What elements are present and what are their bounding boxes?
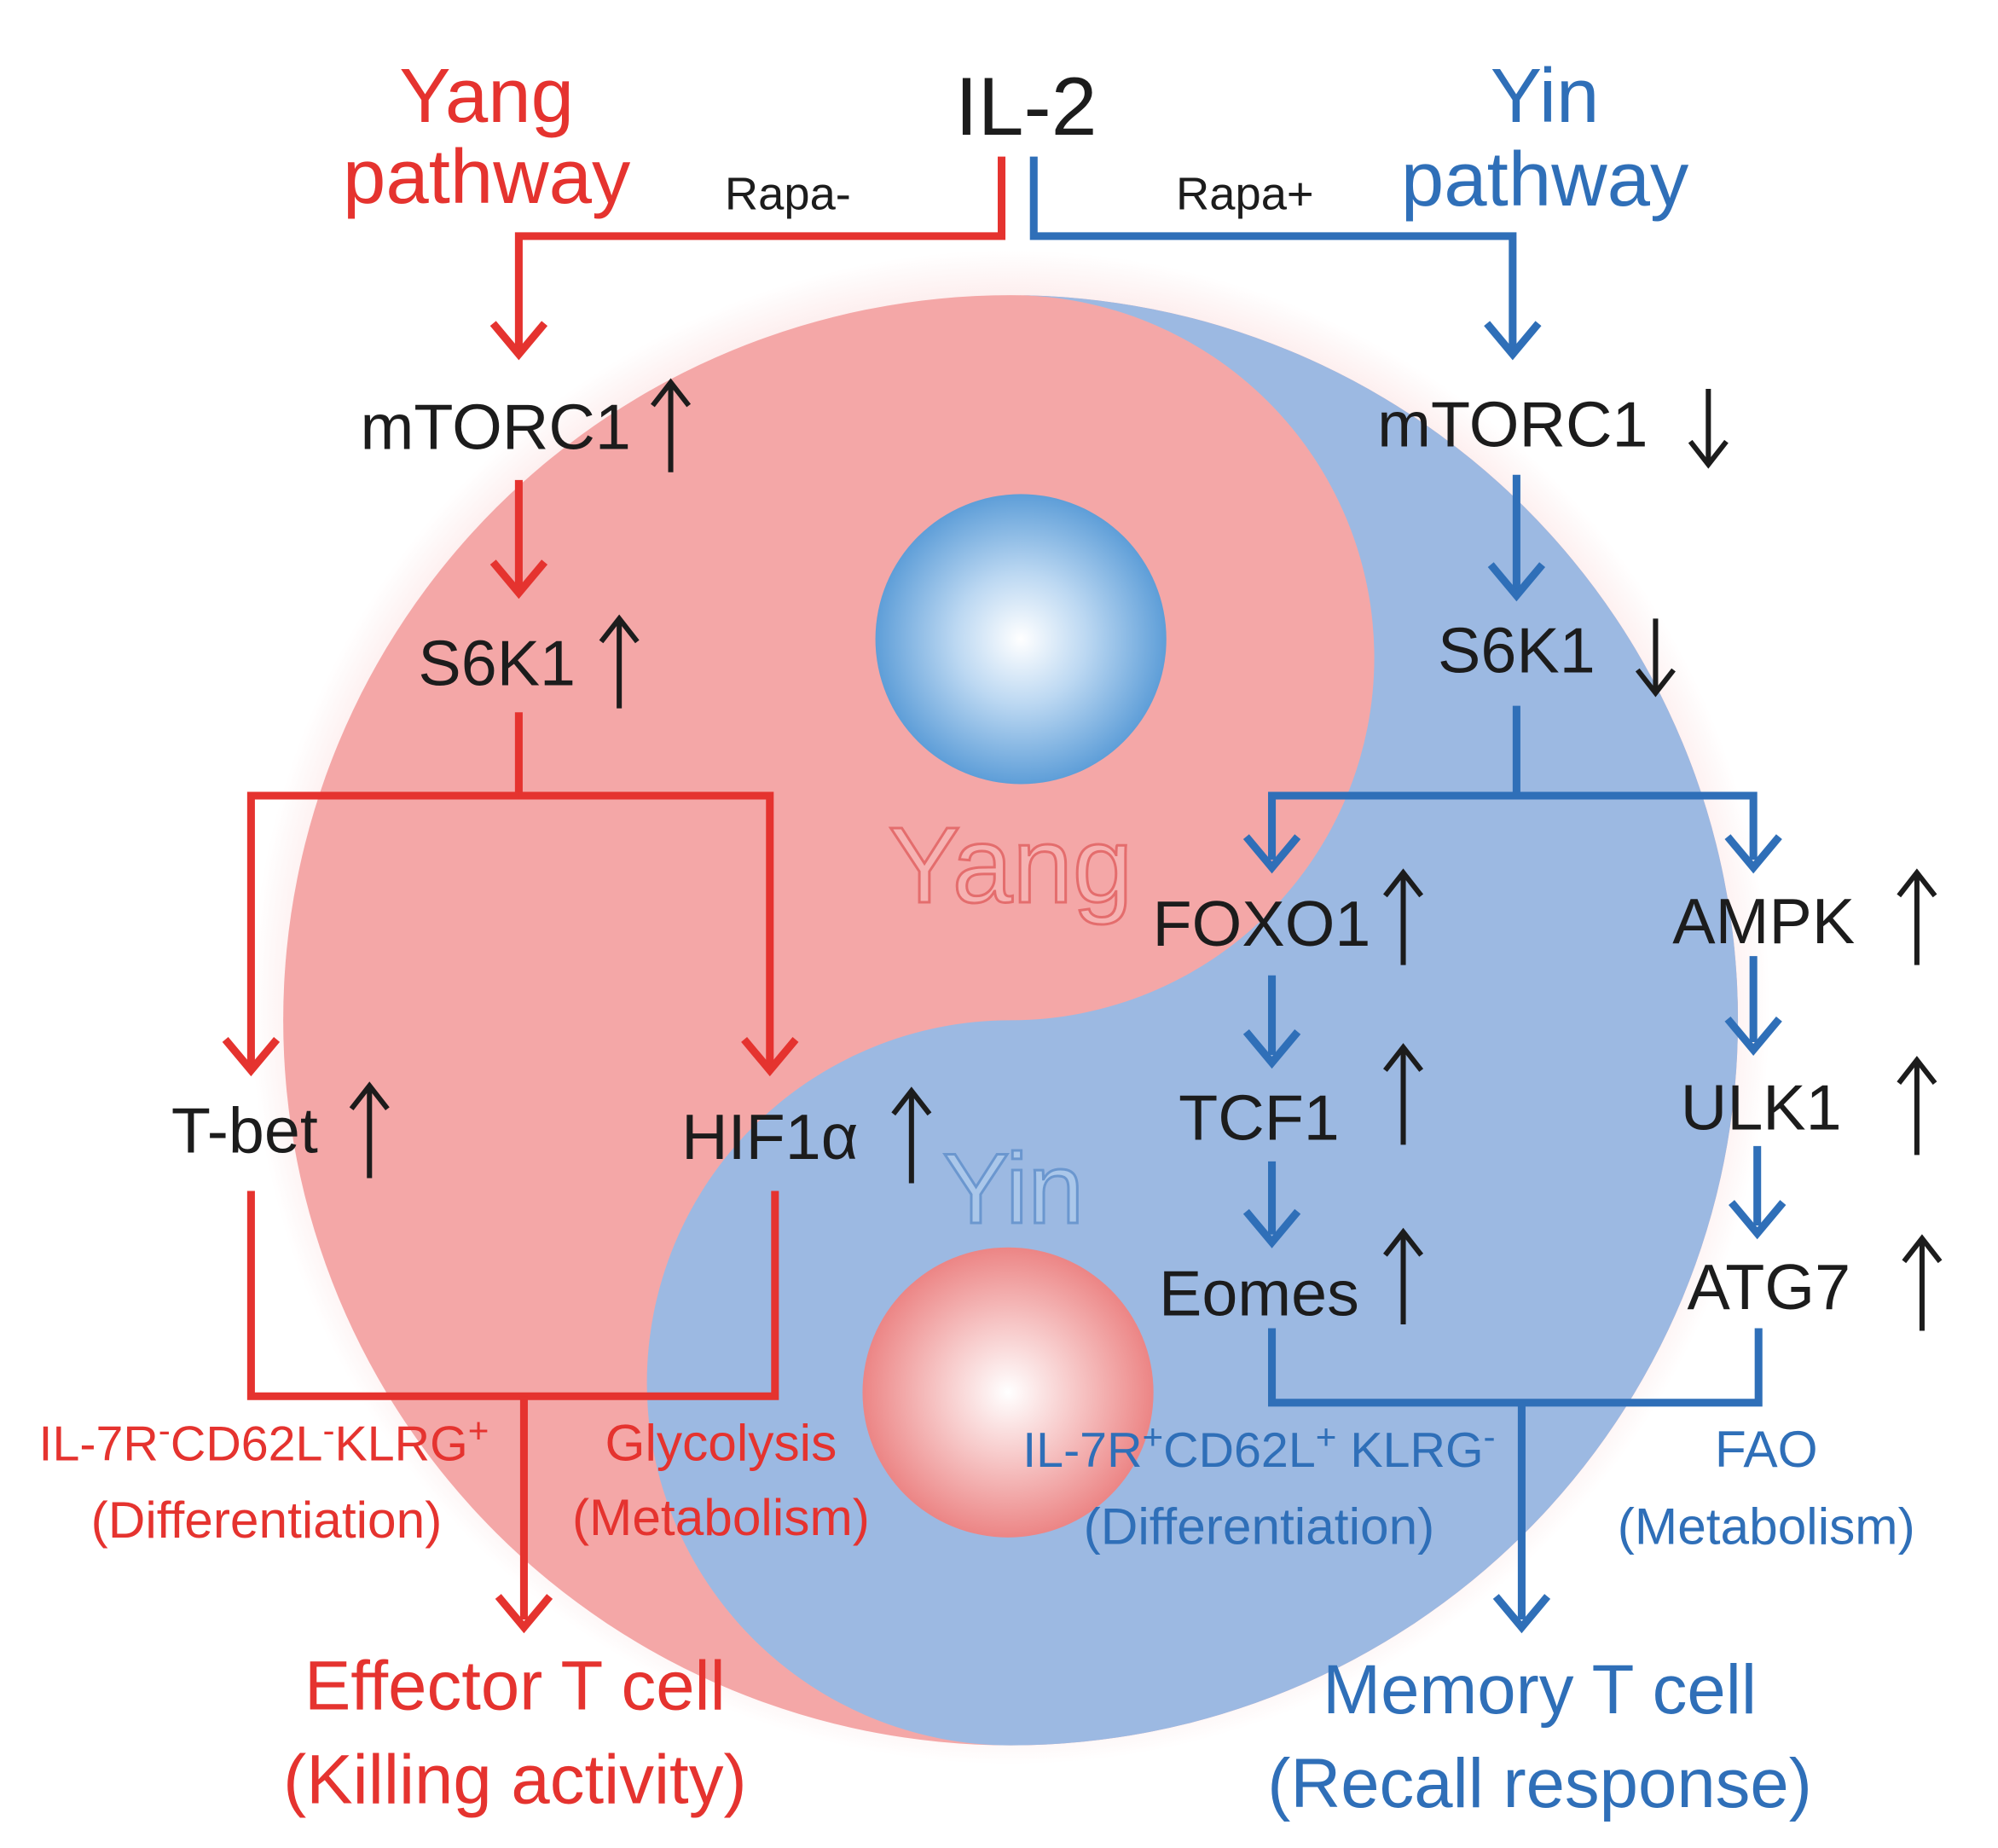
yang-differentiation-markers: IL-7R-CD62L-KLRG+: [39, 1411, 489, 1472]
hif1a-node: HIF1α: [681, 1101, 858, 1173]
yin-connectors: [1029, 156, 1763, 1620]
yin-arrowheads: [1242, 321, 1787, 1634]
tcf1-node: TCF1: [1179, 1081, 1340, 1153]
yin-differentiation-label: (Differentiation): [1084, 1497, 1435, 1555]
yin-differentiation-markers: IL-7R+CD62L+ KLRG-: [1022, 1416, 1495, 1478]
yin-s6k1-down-arrow-icon: [1635, 618, 1676, 698]
yang-metabolism-label: (Metabolism): [572, 1488, 870, 1546]
yang-metabolism-marker: Glycolysis: [605, 1414, 837, 1472]
yin-symbol-label: Yin: [942, 1133, 1084, 1244]
yang-pathway-title-line2: pathway: [343, 134, 631, 220]
il2-label: IL-2: [955, 61, 1097, 153]
yin-pathway-title-line2: pathway: [1401, 136, 1689, 223]
memory-t-cell-outcome: Memory T cell: [1323, 1651, 1757, 1729]
yin-mtorc1-down-arrow-icon: [1688, 388, 1729, 469]
yin-metabolism-label: (Metabolism): [1618, 1497, 1915, 1555]
eomes-up-arrow-icon: [1383, 1227, 1424, 1325]
yang-connectors: [246, 156, 1006, 1620]
ampk-up-arrow-icon: [1897, 868, 1937, 965]
blue-orb: [875, 494, 1167, 785]
yin-pathway-title-line1: Yin: [1491, 53, 1600, 139]
yang-arrowheads: [222, 321, 799, 1634]
tcf1-up-arrow-icon: [1383, 1043, 1424, 1145]
yin-metabolism-marker: FAO: [1715, 1420, 1818, 1478]
atg7-node: ATG7: [1688, 1251, 1851, 1323]
rapa-minus-label: Rapa-: [725, 168, 851, 219]
foxo1-up-arrow-icon: [1383, 868, 1424, 965]
ulk1-up-arrow-icon: [1897, 1056, 1937, 1156]
ulk1-node: ULK1: [1681, 1071, 1842, 1143]
yang-differentiation-label: (Differentiation): [91, 1491, 443, 1549]
effector-t-cell-outcome: Effector T cell: [304, 1648, 726, 1725]
atg7-up-arrow-icon: [1902, 1234, 1943, 1331]
hif1a-up-arrow-icon: [891, 1086, 932, 1184]
yin-yang-symbol: Yang Yin: [251, 250, 1770, 1765]
yang-mtorc1-node: mTORC1: [361, 391, 631, 463]
tbet-up-arrow-icon: [349, 1081, 390, 1179]
yang-s6k1-node: S6K1: [418, 628, 576, 699]
foxo1-node: FOXO1: [1153, 888, 1371, 959]
change-indicators: [349, 378, 1943, 1331]
yang-s6k1-up-arrow-icon: [599, 614, 640, 709]
tbet-node: T-bet: [171, 1094, 318, 1166]
rapa-plus-label: Rapa+: [1176, 168, 1314, 219]
killing-activity-outcome: (Killing activity): [283, 1741, 746, 1818]
yin-mtorc1-node: mTORC1: [1377, 389, 1648, 461]
recall-response-outcome: (Recall response): [1267, 1745, 1812, 1822]
yin-s6k1-node: S6K1: [1438, 615, 1596, 686]
eomes-node: Eomes: [1159, 1258, 1359, 1330]
yang-mtorc1-up-arrow-icon: [651, 378, 692, 472]
ampk-node: AMPK: [1672, 885, 1855, 957]
yang-symbol-label: Yang: [889, 804, 1133, 925]
yang-pathway-title-line1: Yang: [399, 53, 574, 139]
pink-orb: [862, 1247, 1154, 1538]
